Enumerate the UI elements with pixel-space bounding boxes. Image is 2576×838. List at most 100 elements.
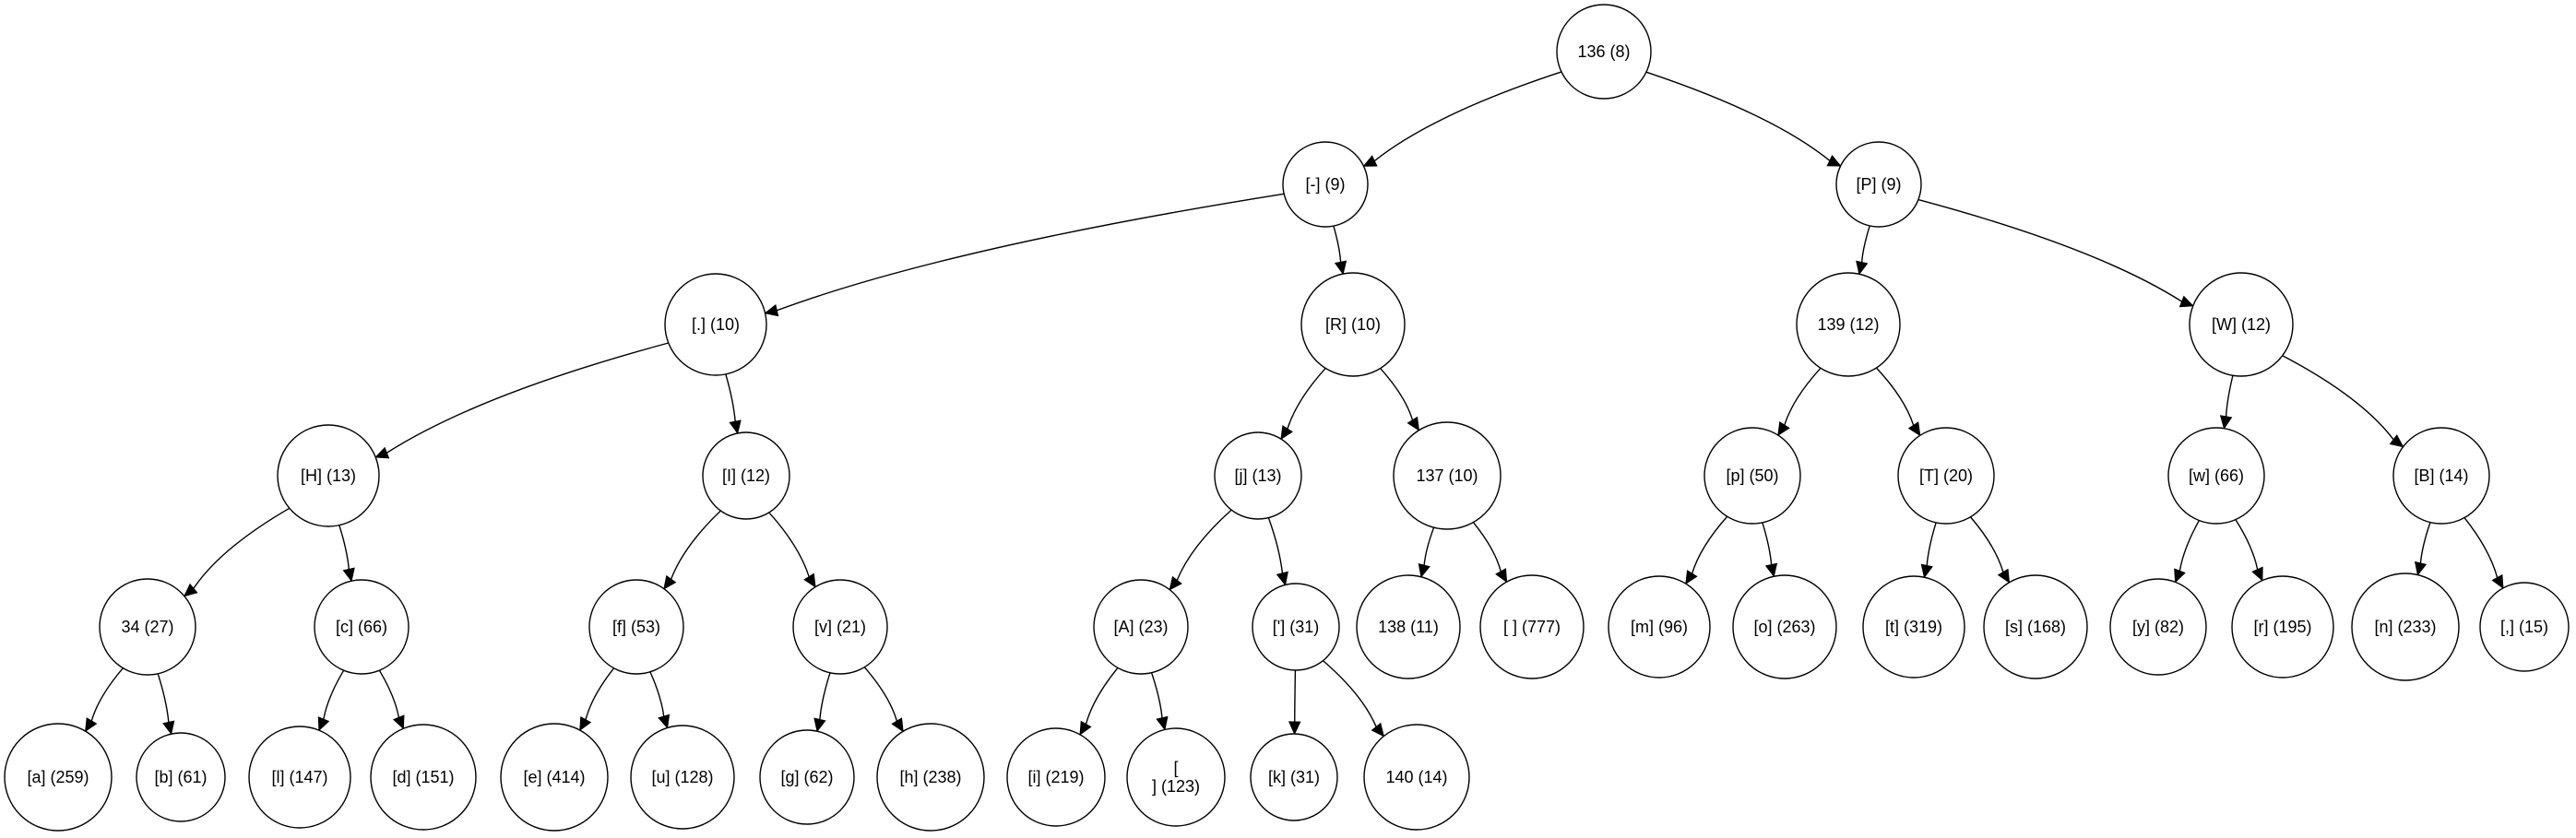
tree-node-o: [o] (263) <box>1732 574 1837 679</box>
node-circle <box>1732 574 1837 679</box>
node-label: [c] (66) <box>336 618 387 636</box>
arrowhead-icon <box>1280 425 1293 441</box>
tree-node-R: [R] (10) <box>1300 272 1406 377</box>
tree-edge-c-d <box>378 669 405 730</box>
edge-line <box>157 673 170 723</box>
arrowhead-icon <box>1997 568 2011 584</box>
node-label: [ ] (777) <box>1503 618 1561 636</box>
arrowhead-icon <box>183 583 198 597</box>
edge-line <box>1150 672 1163 718</box>
arrowhead-icon <box>1777 421 1790 437</box>
tree-node-a: [a] (259) <box>4 723 113 832</box>
node-label: [a] (259) <box>27 768 89 786</box>
node-circle <box>630 725 735 830</box>
tree-edge-T-s <box>1969 516 2011 584</box>
node-label: 136 (8) <box>1577 42 1630 61</box>
node-label: [w] (66) <box>2189 466 2244 485</box>
arrowhead-icon <box>1826 155 1842 167</box>
tree-edge-A-newline <box>1150 672 1169 731</box>
edge-line <box>2282 355 2394 441</box>
tree-edge-n137-space <box>1472 522 1508 584</box>
edge-line <box>670 510 721 580</box>
tree-node-apos: ['] (31) <box>1252 583 1340 671</box>
node-circle <box>4 723 113 832</box>
node-circle <box>2109 578 2207 676</box>
node-label: [m] (96) <box>1631 618 1688 636</box>
node-circle <box>2351 572 2460 681</box>
arrowhead-icon <box>1156 715 1169 731</box>
node-circle <box>1862 575 1965 679</box>
node-circle <box>664 273 767 376</box>
tree-node-w: [w] (66) <box>2167 427 2265 525</box>
node-circle <box>1006 727 1106 827</box>
node-label: [.] (10) <box>692 315 740 334</box>
tree-edge-p-m <box>1685 515 1728 585</box>
tree-edge-R-j <box>1280 367 1326 441</box>
tree-node-r: [r] (195) <box>2231 575 2334 679</box>
edge-line <box>193 507 291 589</box>
node-circle <box>1897 427 1995 525</box>
node-label: [b] (61) <box>154 768 207 786</box>
tree-edge-H-n34 <box>183 507 291 597</box>
node-label: [l] (147) <box>271 768 327 786</box>
node-circle <box>876 723 985 832</box>
node-circle <box>1093 579 1189 675</box>
edge-line <box>1294 669 1297 723</box>
node-label: [s] (168) <box>2005 618 2066 636</box>
node-label: 140 (14) <box>1385 768 1447 786</box>
tree-node-n136: 136 (8) <box>1556 4 1652 100</box>
node-circle <box>99 578 196 676</box>
tree-node-T: [T] (20) <box>1897 427 1995 525</box>
node-circle <box>588 579 684 675</box>
arrowhead-icon <box>579 715 592 732</box>
tree-node-p: [p] (50) <box>1703 427 1801 525</box>
tree-edge-n136-dash <box>1362 71 1562 167</box>
tree-edge-w-r <box>2235 519 2263 582</box>
node-label: [v] (21) <box>814 618 866 636</box>
tree-node-v: [v] (21) <box>792 579 888 675</box>
node-circle <box>1363 724 1470 831</box>
arrowhead-icon <box>1764 562 1778 578</box>
node-label: 137 (10) <box>1416 466 1478 485</box>
node-circle <box>1250 733 1338 821</box>
tree-node-P: [P] (9) <box>1835 141 1922 228</box>
tree-edge-A-i <box>1079 667 1119 736</box>
tree-edge-n136-P <box>1645 71 1842 167</box>
arrowhead-icon <box>1334 260 1347 276</box>
tree-edge-dash-R <box>1333 225 1347 276</box>
tree-node-A: [A] (23) <box>1093 579 1189 675</box>
node-label: [A] (23) <box>1113 618 1168 636</box>
node-circle <box>1835 141 1922 228</box>
arrowhead-icon <box>374 446 390 459</box>
arrowhead-icon <box>1920 563 1933 579</box>
tree-node-g: [g] (62) <box>759 729 855 825</box>
node-label: [i] (219) <box>1027 768 1084 786</box>
arrowhead-icon <box>317 716 330 732</box>
edge-line <box>1875 367 1915 426</box>
edge-line <box>649 671 665 717</box>
edge-line <box>1472 522 1502 572</box>
node-circle <box>136 732 226 822</box>
arrowhead-icon <box>2491 573 2504 589</box>
node-label: [p] (50) <box>1726 466 1778 485</box>
node-circle <box>2189 272 2294 377</box>
node-label: [W] (12) <box>2212 315 2271 334</box>
tree-edge-v-h <box>863 667 904 733</box>
node-label: [y] (82) <box>2132 618 2184 636</box>
tree-edge-c-l <box>317 669 345 732</box>
tree-edge-R-n137 <box>1380 368 1419 431</box>
node-circle <box>1282 141 1369 228</box>
tree-node-B: [B] (14) <box>2392 427 2490 525</box>
tree-edge-w-y <box>2174 520 2200 584</box>
node-circle <box>759 729 855 825</box>
arrowhead-icon <box>1418 562 1430 578</box>
node-label: [,] (15) <box>2500 618 2548 636</box>
node-circle <box>2479 582 2570 672</box>
tree-node-b: [b] (61) <box>136 732 226 822</box>
tree-node-y: [y] (82) <box>2109 578 2207 676</box>
tree-node-n137: 137 (10) <box>1393 421 1502 530</box>
node-label: [n] (233) <box>2374 618 2436 636</box>
node-label: [t] (319) <box>1885 618 1942 636</box>
edge-line <box>386 342 669 454</box>
node-circle <box>1126 727 1226 827</box>
